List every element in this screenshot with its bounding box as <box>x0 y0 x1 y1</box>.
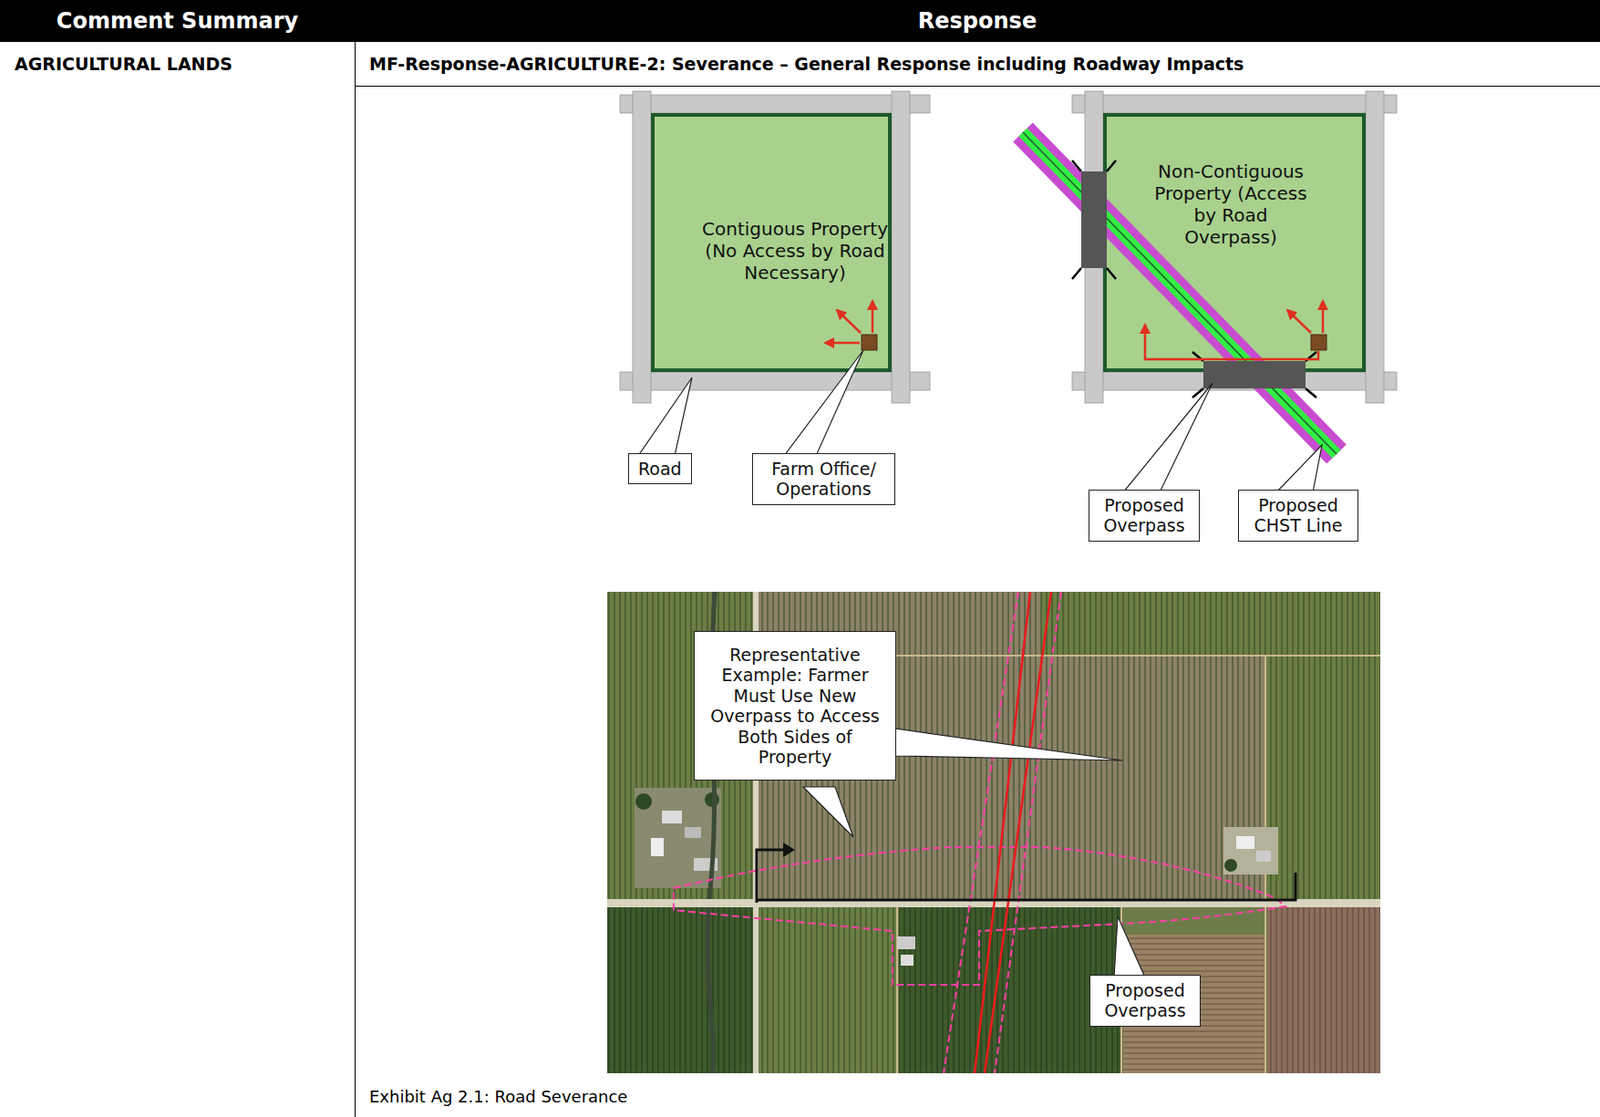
access-arrow <box>1287 309 1311 333</box>
access-route <box>1145 324 1319 360</box>
access-arrow <box>825 341 860 345</box>
parcel-text: Contiguous Property (No Access by Road N… <box>689 217 901 284</box>
callout-text: Farm Office/ Operations <box>762 458 886 500</box>
callout-box: Proposed Overpass <box>1088 489 1200 542</box>
arrowhead <box>783 842 795 857</box>
callout-text: Representative Example: Farmer Must Use … <box>705 644 885 767</box>
callout-box: Farm Office/ Operations <box>752 453 896 506</box>
road <box>632 91 651 403</box>
column-header: Comment Summary <box>0 0 355 42</box>
building <box>1236 836 1255 849</box>
field <box>1267 907 1381 1074</box>
road <box>1072 94 1397 114</box>
callout-text: Road <box>638 458 682 479</box>
callout-pointer <box>803 786 854 837</box>
farm-office <box>1310 334 1327 351</box>
access-arrow <box>871 300 875 333</box>
callout-pointer <box>1123 382 1213 493</box>
table-rule <box>354 85 1600 87</box>
callout-box: Representative Example: Farmer Must Use … <box>693 630 897 781</box>
building <box>661 810 682 824</box>
building <box>1256 850 1271 862</box>
rail-line <box>1022 132 1337 455</box>
callout-box: Road <box>628 453 692 485</box>
overpass <box>1081 171 1107 269</box>
callout-box: Proposed CHST Line <box>1238 489 1359 542</box>
table-cell: AGRICULTURAL LANDS <box>14 41 351 86</box>
road <box>619 94 930 114</box>
tree <box>1224 858 1238 872</box>
field <box>898 907 1122 1074</box>
property-parcel-label: Contiguous Property (No Access by Road N… <box>652 114 890 371</box>
access-path <box>756 872 1296 900</box>
property-parcel-label: Non-Contiguous Property (Access by Road … <box>1104 114 1364 371</box>
orchard <box>758 907 898 1074</box>
orchard <box>1041 591 1381 656</box>
overpass-footprint <box>673 846 1286 985</box>
building <box>684 826 702 838</box>
photo-ground <box>607 591 1381 1074</box>
header-bar <box>0 0 1600 42</box>
farmstead <box>634 787 722 888</box>
building <box>650 837 664 857</box>
callout-text: Proposed Overpass <box>1099 980 1191 1022</box>
overpass-ticks <box>1072 160 1116 279</box>
table-rule <box>354 41 356 1117</box>
rail-line <box>1022 132 1337 455</box>
access-path <box>756 849 785 903</box>
figure-caption: Exhibit Ag 2.1: Road Severance <box>369 1086 628 1106</box>
building <box>897 936 916 950</box>
callout-pointer <box>784 350 864 456</box>
callout-pointer <box>1114 916 1146 978</box>
orchard <box>607 907 754 1074</box>
table-cell: MF-Response-AGRICULTURE-2: Severance – G… <box>369 41 1591 86</box>
tree <box>635 793 652 810</box>
rail-alignment <box>974 591 1052 1074</box>
access-arrow <box>836 309 861 333</box>
parcel-text: Non-Contiguous Property (Access by Road … <box>1146 160 1316 248</box>
rail-line <box>1022 132 1337 455</box>
callout-text: Proposed Overpass <box>1098 495 1190 537</box>
field <box>1123 907 1266 935</box>
column-header: Response <box>354 0 1600 42</box>
access-arrow <box>1321 300 1325 333</box>
callout-text: Proposed CHST Line <box>1248 495 1349 537</box>
callout-pointer <box>895 728 1123 761</box>
building <box>900 954 914 966</box>
road <box>1365 91 1384 403</box>
rail-corridor <box>943 591 1062 1074</box>
orchard <box>1267 655 1381 899</box>
callout-pointer <box>638 377 692 456</box>
road <box>619 371 930 391</box>
callout-box: Proposed Overpass <box>1089 974 1201 1027</box>
farm-office <box>861 334 878 351</box>
callout-pointer <box>1276 444 1322 493</box>
road <box>891 91 910 403</box>
tree <box>704 792 720 807</box>
farmstead <box>1223 826 1279 875</box>
overpass <box>1203 361 1306 389</box>
